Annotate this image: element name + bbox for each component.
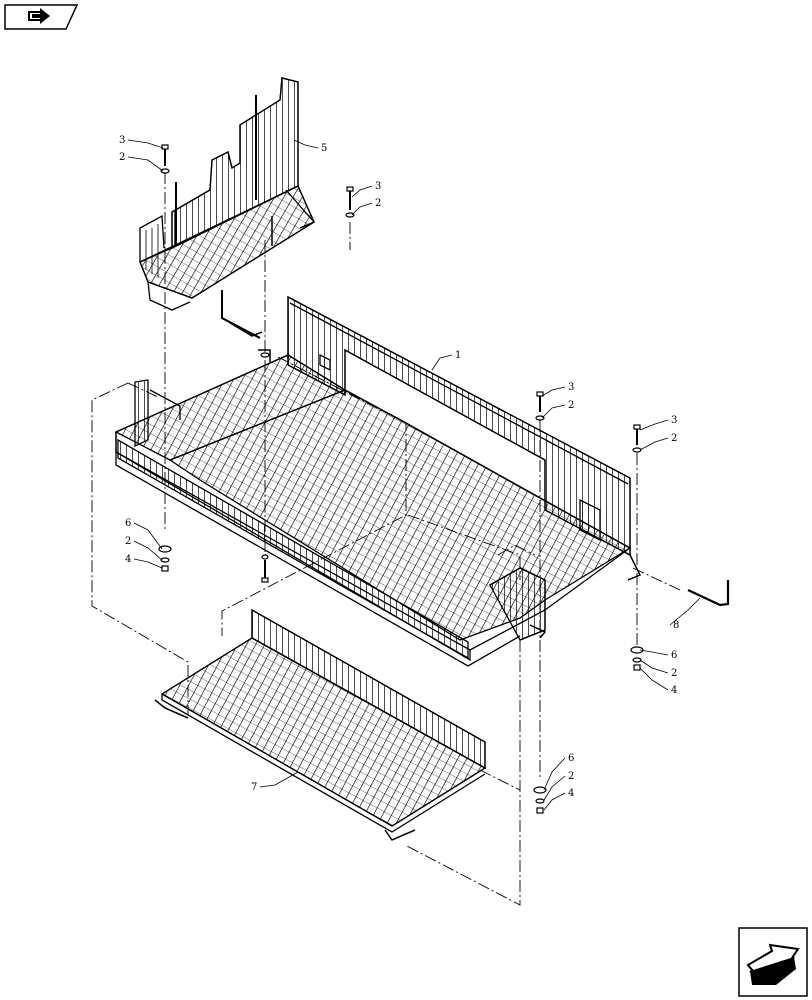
bolt-top-mid: [346, 186, 354, 210]
callout-2: 2: [568, 400, 574, 411]
leader-lines: [127, 139, 701, 811]
callout-6: 6: [125, 518, 131, 529]
callout-labels: 3 2 5 3 2 1 3 2 3 2 6 2 4 8 6 2 4 7 6 2 …: [119, 135, 679, 799]
callout-2: 2: [125, 536, 131, 547]
callout-1: 1: [455, 350, 461, 361]
callout-4: 4: [125, 554, 131, 565]
callout-5: 5: [321, 143, 327, 154]
callout-2: 2: [568, 771, 574, 782]
callout-3: 3: [119, 135, 125, 146]
callout-3: 3: [671, 415, 677, 426]
callout-7: 7: [251, 782, 257, 793]
callout-3: 3: [375, 181, 381, 192]
callout-6: 6: [671, 650, 677, 661]
basket-part-5: [139, 77, 316, 337]
callout-2: 2: [671, 668, 677, 679]
fasteners: [158, 144, 644, 814]
callout-3: 3: [568, 382, 574, 393]
callout-2: 2: [119, 152, 125, 163]
callout-4: 4: [568, 788, 574, 799]
next-page-icon[interactable]: [738, 927, 808, 997]
callout-6: 6: [568, 753, 574, 764]
callout-2: 2: [671, 433, 677, 444]
callout-4: 4: [671, 685, 677, 696]
tray-part-1: [114, 295, 642, 667]
callout-8: 8: [673, 620, 679, 631]
bolt-right: [633, 424, 641, 445]
rod-part-8: [221, 290, 730, 607]
bolt-top-left: [161, 144, 169, 166]
bolt-center: [536, 391, 544, 412]
tray-part-7: [154, 608, 487, 841]
callout-2: 2: [375, 198, 381, 209]
previous-page-icon[interactable]: [4, 4, 78, 30]
